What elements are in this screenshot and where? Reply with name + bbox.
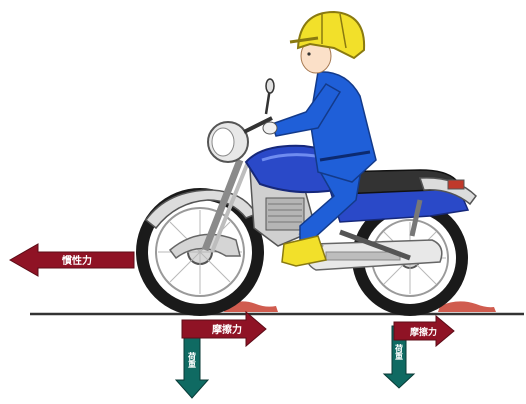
front-friction-label: 摩擦力 bbox=[212, 323, 242, 336]
headlight bbox=[208, 122, 248, 162]
rear-tire-mark bbox=[438, 301, 496, 312]
rear-load-label: 荷重 bbox=[395, 343, 404, 361]
front-load-label: 荷重 bbox=[188, 351, 197, 369]
rear-friction-label: 摩擦力 bbox=[410, 326, 437, 338]
inertia-force-arrow: 慣性力 bbox=[10, 244, 134, 276]
inertia-force-label: 慣性力 bbox=[61, 254, 92, 267]
rider-torso bbox=[310, 72, 376, 182]
